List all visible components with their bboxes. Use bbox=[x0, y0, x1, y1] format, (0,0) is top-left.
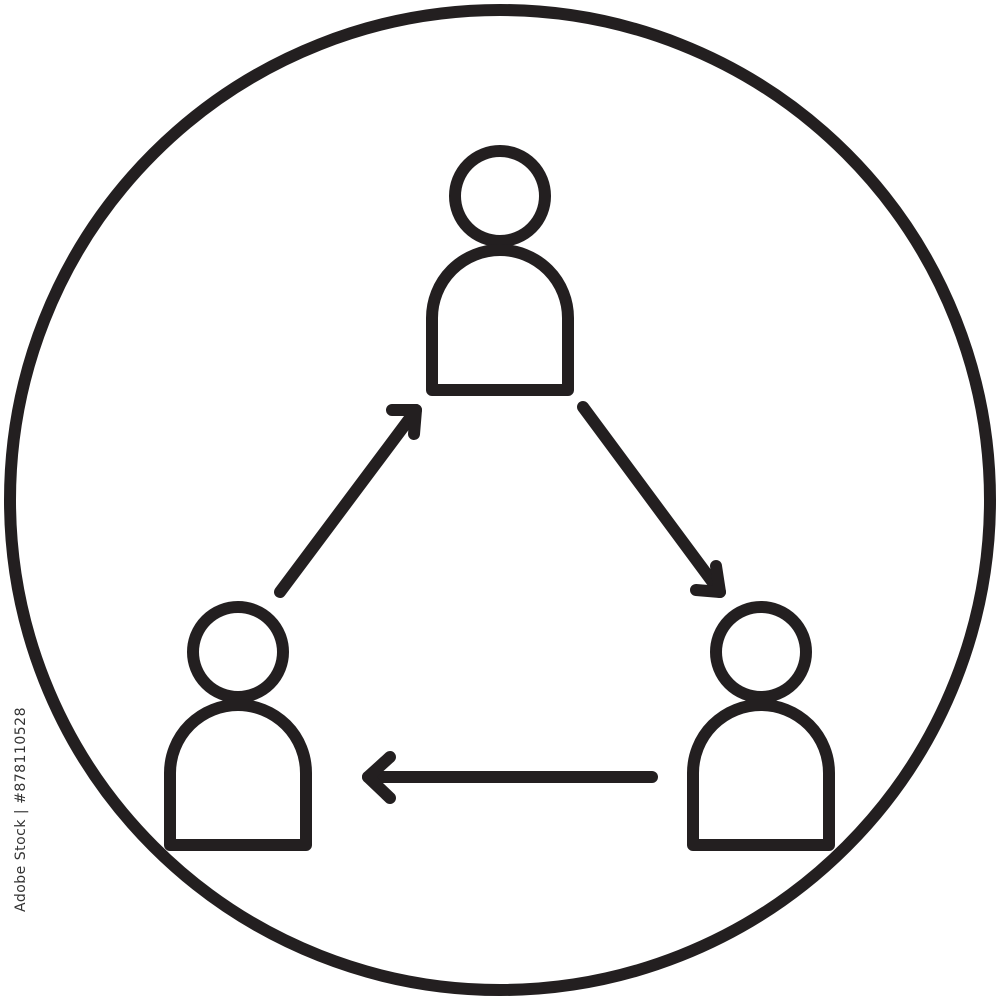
arrow-top-to-right-head bbox=[690, 560, 726, 598]
arrow-left-to-top-head bbox=[386, 404, 422, 440]
arrow-right-to-left-head bbox=[362, 751, 396, 804]
arrow-left-to-top-icon bbox=[274, 404, 422, 598]
person-top-body bbox=[426, 244, 574, 396]
arrow-top-to-right-shaft bbox=[577, 401, 726, 598]
person-bottom-left-icon bbox=[164, 601, 312, 851]
person-bottom-right-icon bbox=[687, 601, 835, 851]
arrow-top-to-right-icon bbox=[577, 401, 726, 598]
person-bottom-right-body bbox=[687, 699, 835, 851]
arrow-right-to-left-icon bbox=[362, 751, 658, 804]
circle-frame bbox=[4, 4, 996, 996]
person-top-icon bbox=[426, 145, 574, 396]
person-bottom-right-head bbox=[710, 601, 812, 703]
person-bottom-left-body bbox=[164, 699, 312, 851]
stock-id-text: Adobe Stock | #878110528 bbox=[13, 707, 29, 912]
arrow-left-to-top-shaft bbox=[274, 404, 422, 598]
person-top-head bbox=[449, 145, 551, 247]
person-bottom-left-head bbox=[187, 601, 289, 703]
